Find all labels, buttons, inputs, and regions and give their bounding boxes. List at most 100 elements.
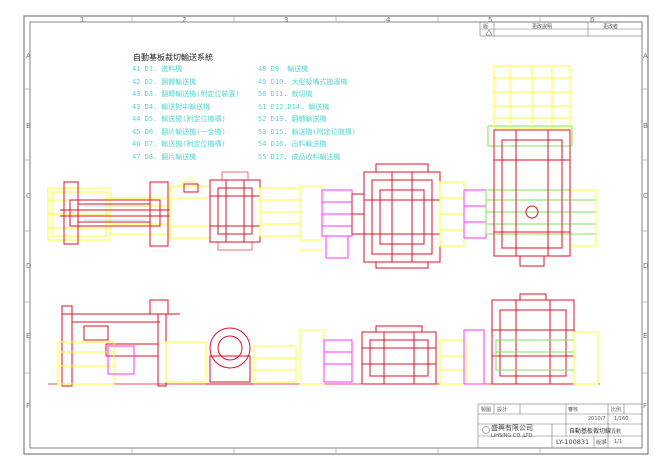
zone-label-top-2: 2 (182, 16, 187, 24)
plan-view (47, 65, 597, 269)
legend-item-text: 裁切機 (291, 90, 313, 98)
zone-label-side-c-right: C (643, 192, 648, 200)
legend-item-text: 輸送機(附定位機構) (291, 127, 356, 136)
legend-item: 43 D3.翻轉輸送機(附定位裝置) (132, 89, 240, 99)
revision-col-b: 更改說明 (532, 24, 553, 30)
legend-item-text: 輸送機 (308, 102, 330, 111)
legend-item-text: 輸送對中輸送機 (161, 102, 211, 111)
legend-item: 49 D10.大型吸嘴式搬運機 (258, 77, 348, 87)
zone-ticks (24, 16, 648, 454)
zone-label-top-3: 3 (284, 16, 289, 24)
zone-label-side-f: F (26, 402, 31, 410)
tb-scale-value: 1/160 (614, 416, 629, 422)
revision-col-a: 版 (483, 24, 489, 30)
legend-item: 42 D2.翻轉輸送機 (132, 77, 196, 87)
loader-plan-yellow (47, 187, 171, 241)
zone-label-top-6: 6 (590, 16, 595, 24)
tb-company: 盛興有限公司 (491, 424, 533, 432)
zone-label-side-a: A (26, 52, 31, 60)
legend-item: 51 D12.D14.輸送機 (258, 102, 329, 112)
zone-label-side-d-right: D (643, 262, 649, 270)
legend-item-code: 55 D17. (258, 152, 288, 161)
legend-item-text: 出料輸送機 (291, 140, 327, 148)
legend-item: 53 D15.輸送機(附定位機構) (258, 127, 356, 137)
legend-item-code: 51 D12.D14. (258, 102, 305, 111)
tb-page-value: 1/1 (614, 439, 623, 445)
zone-label-top-5: 5 (488, 16, 493, 24)
legend-item-text: 輸送機 (287, 65, 309, 73)
tb-drawing-title: 自動基板裁切線 (569, 428, 612, 435)
legend-item-code: 47 D8. (132, 152, 158, 161)
revision-block (479, 21, 643, 37)
zone-label-side-d: D (26, 262, 32, 270)
legend-item-code: 46 D7. (132, 140, 158, 148)
legend-item: 43 D4.輸送對中輸送機 (132, 102, 210, 112)
legend-item: 54 D16.出料輸送機 (258, 139, 327, 149)
tb-date-value: 2010/7 (588, 416, 606, 422)
legend-item: 47 D8.翻片輸送機 (132, 152, 196, 162)
zone-label-side-e-right: E (643, 332, 648, 340)
legend-item-code: 43 D4. (132, 102, 158, 111)
legend-item-code: 53 D15. (258, 127, 288, 136)
zone-label-side-c: C (26, 192, 31, 200)
tb-page-label: 頁數 (611, 429, 622, 435)
legend-item-text: 翻片輸送機(一合機) (161, 127, 226, 136)
zone-label-top-1: 1 (80, 16, 85, 24)
cutting-machine-elevation (361, 325, 437, 385)
title-block (477, 403, 643, 449)
tb-design-label: 設計 (497, 407, 508, 413)
legend-item: 48 D9.輸送機 (258, 64, 308, 74)
zone-label-side-f-right: F (643, 402, 648, 410)
stacker-plan-yellow (493, 65, 597, 247)
legend-item-code: 50 D11. (258, 90, 288, 98)
legend-item-text: 成品收料輸送機 (291, 152, 341, 161)
tb-drawn-label: 製圖 (481, 407, 492, 413)
legend-item: 50 D11.裁切機 (258, 89, 313, 99)
loader-plan-red (60, 181, 170, 247)
revision-col-c: 更改者 (603, 24, 619, 30)
legend-item-code: 52 D13. (258, 115, 288, 123)
zone-label-top-4: 4 (386, 16, 391, 24)
legend-item-text: 輸送機(附定位機構) (161, 115, 226, 123)
legend-item-text: 大型吸嘴式搬運機 (291, 77, 348, 86)
company-logo-icon (482, 426, 490, 434)
zone-label-side-a-right: A (643, 52, 648, 60)
tb-sheet-no: 1 (604, 439, 608, 445)
legend-item-code: 49 D10. (258, 77, 288, 86)
legend-item-text: 輸送機(附定位機構) (161, 140, 226, 148)
legend-item: 55 D17.成品收料輸送機 (258, 152, 341, 162)
legend-item-code: 43 D3. (132, 90, 158, 98)
stacker-elevation-red (491, 293, 575, 385)
legend-title: 自動基板裁切輸送系統 (133, 53, 213, 62)
revision-triangle-icon (485, 29, 493, 36)
tb-company-en: LIHSING CO.,LTD. (491, 433, 534, 439)
zone-label-side-b-right: B (643, 122, 648, 130)
legend-item-code: 42 D2. (132, 77, 158, 86)
legend-item-text: 翻轉輸送機 (161, 77, 197, 86)
tb-checked-label: 審核 (568, 407, 579, 413)
legend-item: 41 D1.進料機 (132, 64, 182, 74)
zone-label-side-b: B (26, 122, 31, 130)
legend-item-text: 翻轉輸送機 (291, 115, 327, 123)
tb-sheet-label: 版本 (596, 440, 607, 446)
legend-item-code: 54 D16. (258, 140, 288, 148)
legend-item-code: 48 D9. (258, 65, 284, 73)
cutting-machine-plan (363, 163, 441, 269)
legend-item: 45 D6.翻片輸送機(一合機) (132, 127, 226, 137)
tb-scale-label: 比例 (611, 407, 622, 413)
transfer-plan-red (493, 129, 571, 267)
legend-item-text: 進料機 (161, 65, 183, 73)
zone-label-side-e: E (26, 332, 31, 340)
legend-item: 52 D13.翻轉輸送機 (258, 114, 327, 124)
tb-drawing-no: LY-100831 (556, 438, 590, 446)
legend-item-code: 44 D5. (132, 115, 158, 123)
legend-item-text: 翻轉輸送機(附定位裝置) (161, 90, 240, 98)
legend-item: 44 D5.輸送機(附定位機構) (132, 114, 226, 124)
legend-item-text: 翻片輸送機 (161, 152, 197, 161)
elevation-view (48, 293, 600, 387)
legend-item-code: 45 D6. (132, 127, 158, 136)
legend-item: 46 D7.輸送機(附定位機構) (132, 139, 226, 149)
legend-item-code: 41 D1. (132, 65, 158, 73)
